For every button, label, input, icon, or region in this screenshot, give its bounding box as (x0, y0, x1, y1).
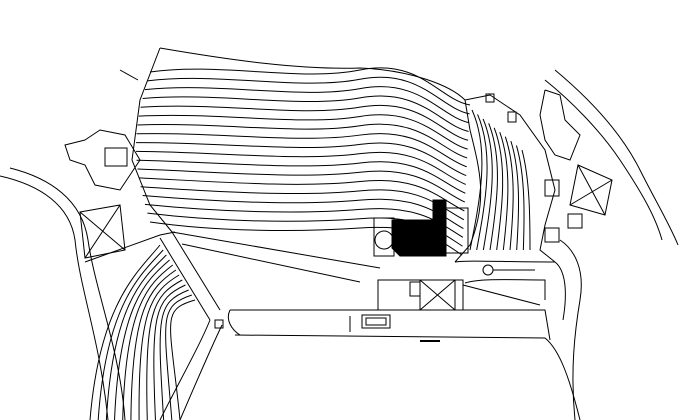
driveway-upper (454, 260, 556, 263)
contour-line (130, 269, 177, 420)
right-slope-contours (469, 109, 531, 251)
right-building-small-4 (507, 111, 517, 123)
main-building-round (374, 230, 394, 250)
contour-line (105, 254, 167, 420)
contour-line (493, 127, 504, 251)
coastline (0, 175, 109, 420)
right-building-small-3 (544, 227, 560, 243)
contour-line (515, 145, 525, 251)
lower-building-side (409, 281, 421, 297)
contour-line (153, 284, 186, 420)
left-building-cluster (64, 129, 141, 191)
left-building-1-roof2 (84, 204, 121, 259)
right-road-2 (554, 69, 679, 246)
contour-line (476, 114, 488, 251)
contour-line (137, 168, 466, 203)
right-building-1-roof2 (569, 179, 613, 206)
contour-line (122, 264, 174, 420)
contour-line (499, 132, 509, 251)
lower-hill-road (179, 324, 223, 420)
diagonal-road-inner (171, 231, 221, 311)
contour-line (504, 136, 514, 251)
turnaround-circle (482, 264, 494, 276)
bottom-road-left (227, 309, 241, 336)
lower-building-roof-b (419, 279, 456, 311)
contour-line (469, 109, 483, 251)
diagonal-road-inner2 (159, 237, 211, 321)
contour-line (146, 279, 183, 420)
contour-line (165, 294, 192, 420)
right-road-1 (544, 79, 663, 241)
driveway-lower (464, 279, 546, 300)
contour-line (138, 274, 180, 420)
contour-line (147, 76, 470, 115)
contour-line (136, 142, 467, 177)
lower-hill-contours (89, 244, 196, 420)
diagonal-road-upper (171, 231, 381, 269)
right-building-small-1 (544, 179, 560, 197)
contour-line (140, 105, 469, 141)
contour-line (114, 259, 170, 420)
left-steps (119, 69, 139, 81)
contour-line (137, 123, 468, 159)
pool (361, 314, 391, 329)
contour-line (136, 150, 466, 185)
main-building-terrace (445, 207, 469, 254)
right-building-small-2 (567, 213, 583, 229)
contour-line (138, 177, 465, 212)
diagonal-road-lower (181, 243, 361, 283)
contour-line (149, 67, 471, 106)
right-building-cluster (539, 89, 581, 161)
bottom-road-lower (234, 334, 581, 420)
right-slope-boundary (464, 94, 556, 263)
main-building-black (391, 199, 447, 257)
upper-hill-boundary (159, 47, 482, 263)
right-road-3 (559, 239, 582, 420)
contour-line (142, 95, 469, 132)
contour-line (136, 133, 467, 168)
main-building-wing (373, 217, 395, 257)
left-small-square (214, 319, 224, 329)
upper-hill-left-edge (131, 47, 173, 233)
contour-line (170, 299, 196, 420)
contour-line (488, 123, 498, 251)
contour-line (521, 149, 531, 251)
contour-line (136, 159, 466, 194)
contour-line (89, 244, 161, 420)
right-building-small-5 (485, 93, 495, 103)
right-road-4 (554, 261, 566, 321)
contour-line (482, 118, 493, 251)
coast-road (9, 167, 126, 420)
contour-line (138, 114, 468, 150)
contour-line (510, 140, 520, 251)
left-building-small (104, 147, 128, 167)
pool-inner (365, 317, 387, 326)
contour-line (144, 86, 470, 124)
bottom-road-upper (230, 309, 551, 341)
driveway-diag (462, 284, 541, 306)
contour-line (97, 249, 164, 420)
contour-line (159, 289, 189, 420)
right-building-1-roof (577, 164, 606, 216)
